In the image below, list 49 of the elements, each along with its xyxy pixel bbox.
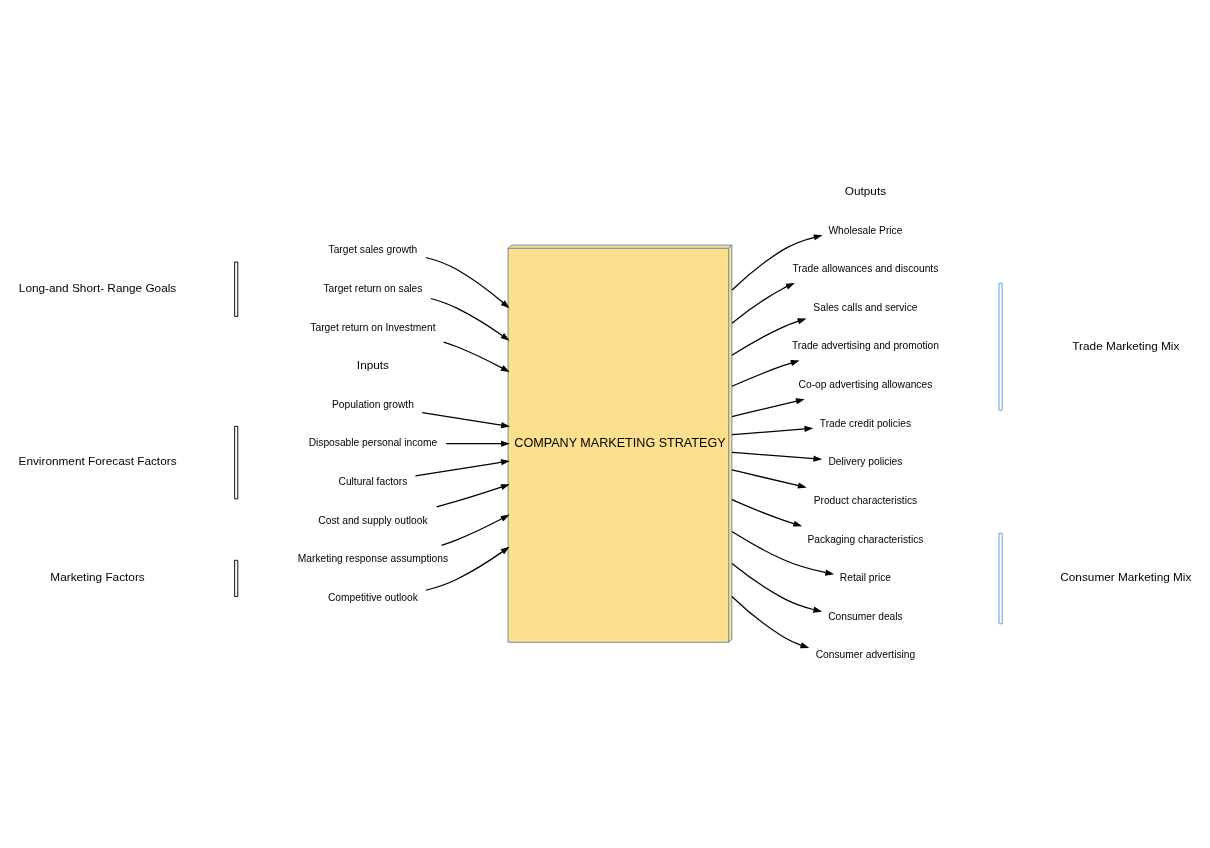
label: Trade Marketing Mix [1072, 338, 1180, 353]
node-text: Trade allowances and discounts [792, 263, 939, 275]
node-text: Consumer advertising [815, 649, 916, 661]
node-text: Population growth [331, 398, 414, 410]
node-text: Disposable personal income [308, 437, 438, 449]
node-text: Delivery policies [828, 456, 903, 468]
arrow [430, 297, 510, 341]
node-text: Product characteristics [813, 494, 918, 506]
node-text: Sales calls and service [813, 301, 918, 313]
node-text: Target sales growth [328, 244, 418, 256]
arrow [731, 282, 795, 324]
arrow [731, 499, 803, 527]
label: Outputs [844, 184, 887, 199]
node-text: Co-op advertising allowances [798, 379, 933, 391]
arrow [731, 318, 807, 356]
arrow [731, 398, 805, 418]
node-text: Wholesale Price [828, 224, 903, 236]
label: Long-and Short- Range Goals [18, 281, 177, 296]
node-text: Consumer deals [828, 610, 903, 622]
label: Inputs [356, 358, 390, 373]
node-text: Trade advertising and promotion [791, 340, 939, 352]
label: Environment Forecast Factors [18, 454, 177, 469]
arrow [731, 530, 835, 576]
node-text: Retail price [839, 572, 892, 584]
arrow [731, 595, 810, 649]
arrow [443, 341, 510, 373]
node-text: Trade credit policies [819, 417, 912, 429]
node-text: Cost and supply outlook [318, 514, 428, 526]
arrow [440, 514, 510, 546]
arrow [435, 484, 510, 508]
arrow [731, 451, 823, 462]
node-text: Target return on Investment [310, 321, 436, 333]
node-text: Competitive outlook [328, 591, 418, 603]
node-text: Marketing response assumptions [297, 553, 449, 565]
arrow [421, 412, 510, 429]
arrow [414, 459, 510, 477]
arrow [425, 546, 510, 591]
arrow [731, 562, 823, 613]
label: Marketing Factors [50, 570, 145, 585]
node-text: Cultural factors [338, 475, 408, 487]
arrow [731, 234, 823, 291]
node-text: Target return on sales [323, 282, 423, 294]
arrow [425, 256, 510, 309]
node-text: Packaging characteristics [807, 533, 924, 545]
arrow [731, 469, 807, 489]
arrow [731, 360, 800, 387]
arrow [731, 425, 814, 436]
arrow [445, 440, 510, 447]
label: Consumer Marketing Mix [1060, 570, 1192, 585]
